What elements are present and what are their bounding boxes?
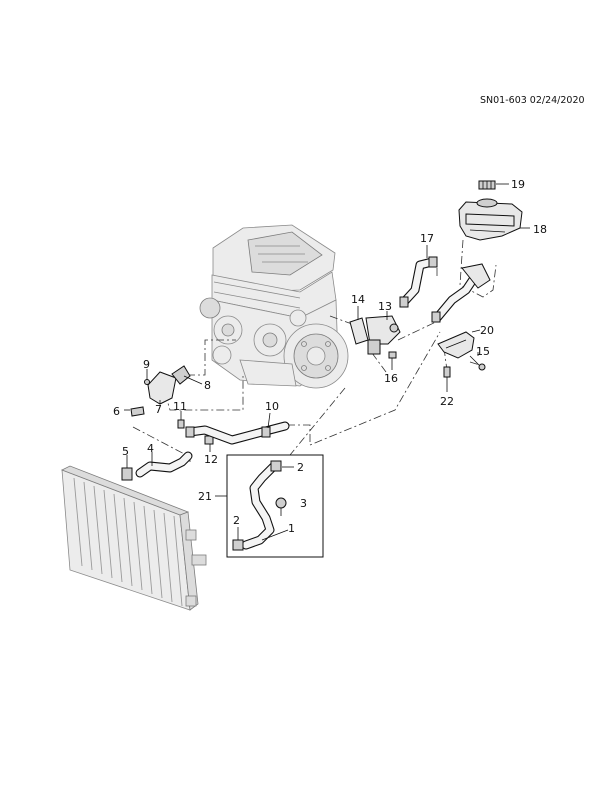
callout-16: 16 xyxy=(384,372,398,385)
callout-4: 4 xyxy=(147,442,154,455)
reservoir-outlet-pipe xyxy=(431,263,491,323)
callout-10: 10 xyxy=(265,400,279,413)
callout-9: 9 xyxy=(143,358,150,371)
callout-2-upper: 2 xyxy=(297,461,304,474)
callout-2-lower: 2 xyxy=(233,514,240,527)
callout-20: 20 xyxy=(480,324,494,337)
part-12-clamp xyxy=(204,435,214,452)
callout-22: 22 xyxy=(440,395,454,408)
callout-13: 13 xyxy=(378,300,392,313)
part-6-fitting xyxy=(124,406,145,417)
part-16-bolt xyxy=(388,351,397,370)
callout-21: 21 xyxy=(198,490,212,503)
part-19-reservoir-cap xyxy=(478,180,509,190)
callout-17: 17 xyxy=(420,232,434,245)
part-18-coolant-reservoir xyxy=(458,198,530,241)
radiator xyxy=(61,465,207,611)
callout-11: 11 xyxy=(173,400,187,413)
part-20-bracket xyxy=(437,329,481,359)
part-8-thermostat xyxy=(171,365,203,385)
callout-1: 1 xyxy=(288,522,295,535)
engine-assembly xyxy=(199,224,349,389)
part-22-bolt xyxy=(443,366,451,392)
callout-19: 19 xyxy=(511,178,525,191)
callout-18: 18 xyxy=(533,223,547,236)
part-13-thermostat-housing xyxy=(365,311,401,355)
document-reference: SN01-603 02/24/2020 xyxy=(480,95,585,106)
part-14-water-outlet-housing xyxy=(349,306,369,345)
part-2-hose-clamp-lower xyxy=(232,527,244,551)
callout-12: 12 xyxy=(204,453,218,466)
callout-6: 6 xyxy=(113,405,120,418)
part-17-reservoir-hose xyxy=(399,245,438,308)
callout-14: 14 xyxy=(351,293,365,306)
callout-8: 8 xyxy=(204,379,211,392)
part-15-bolt xyxy=(469,352,486,371)
part-3-drain-plug xyxy=(275,497,287,516)
part-9-bolt xyxy=(144,369,150,385)
part-2-hose-clamp-upper xyxy=(270,460,294,472)
part-5-clamp xyxy=(121,455,133,481)
callout-7: 7 xyxy=(155,403,162,416)
part-4-radiator-inlet-hose xyxy=(135,451,193,478)
callout-15: 15 xyxy=(476,345,490,358)
part-10-bypass-hose xyxy=(185,412,290,445)
callout-5: 5 xyxy=(122,445,129,458)
part-7-water-inlet xyxy=(147,371,177,405)
callout-3: 3 xyxy=(300,497,307,510)
part-1-radiator-outlet-hose xyxy=(241,461,289,550)
part-11-bleed-screw xyxy=(177,411,185,429)
callout-labels: 1 2 2 3 4 5 6 7 8 9 10 11 12 13 14 15 16… xyxy=(113,178,547,535)
